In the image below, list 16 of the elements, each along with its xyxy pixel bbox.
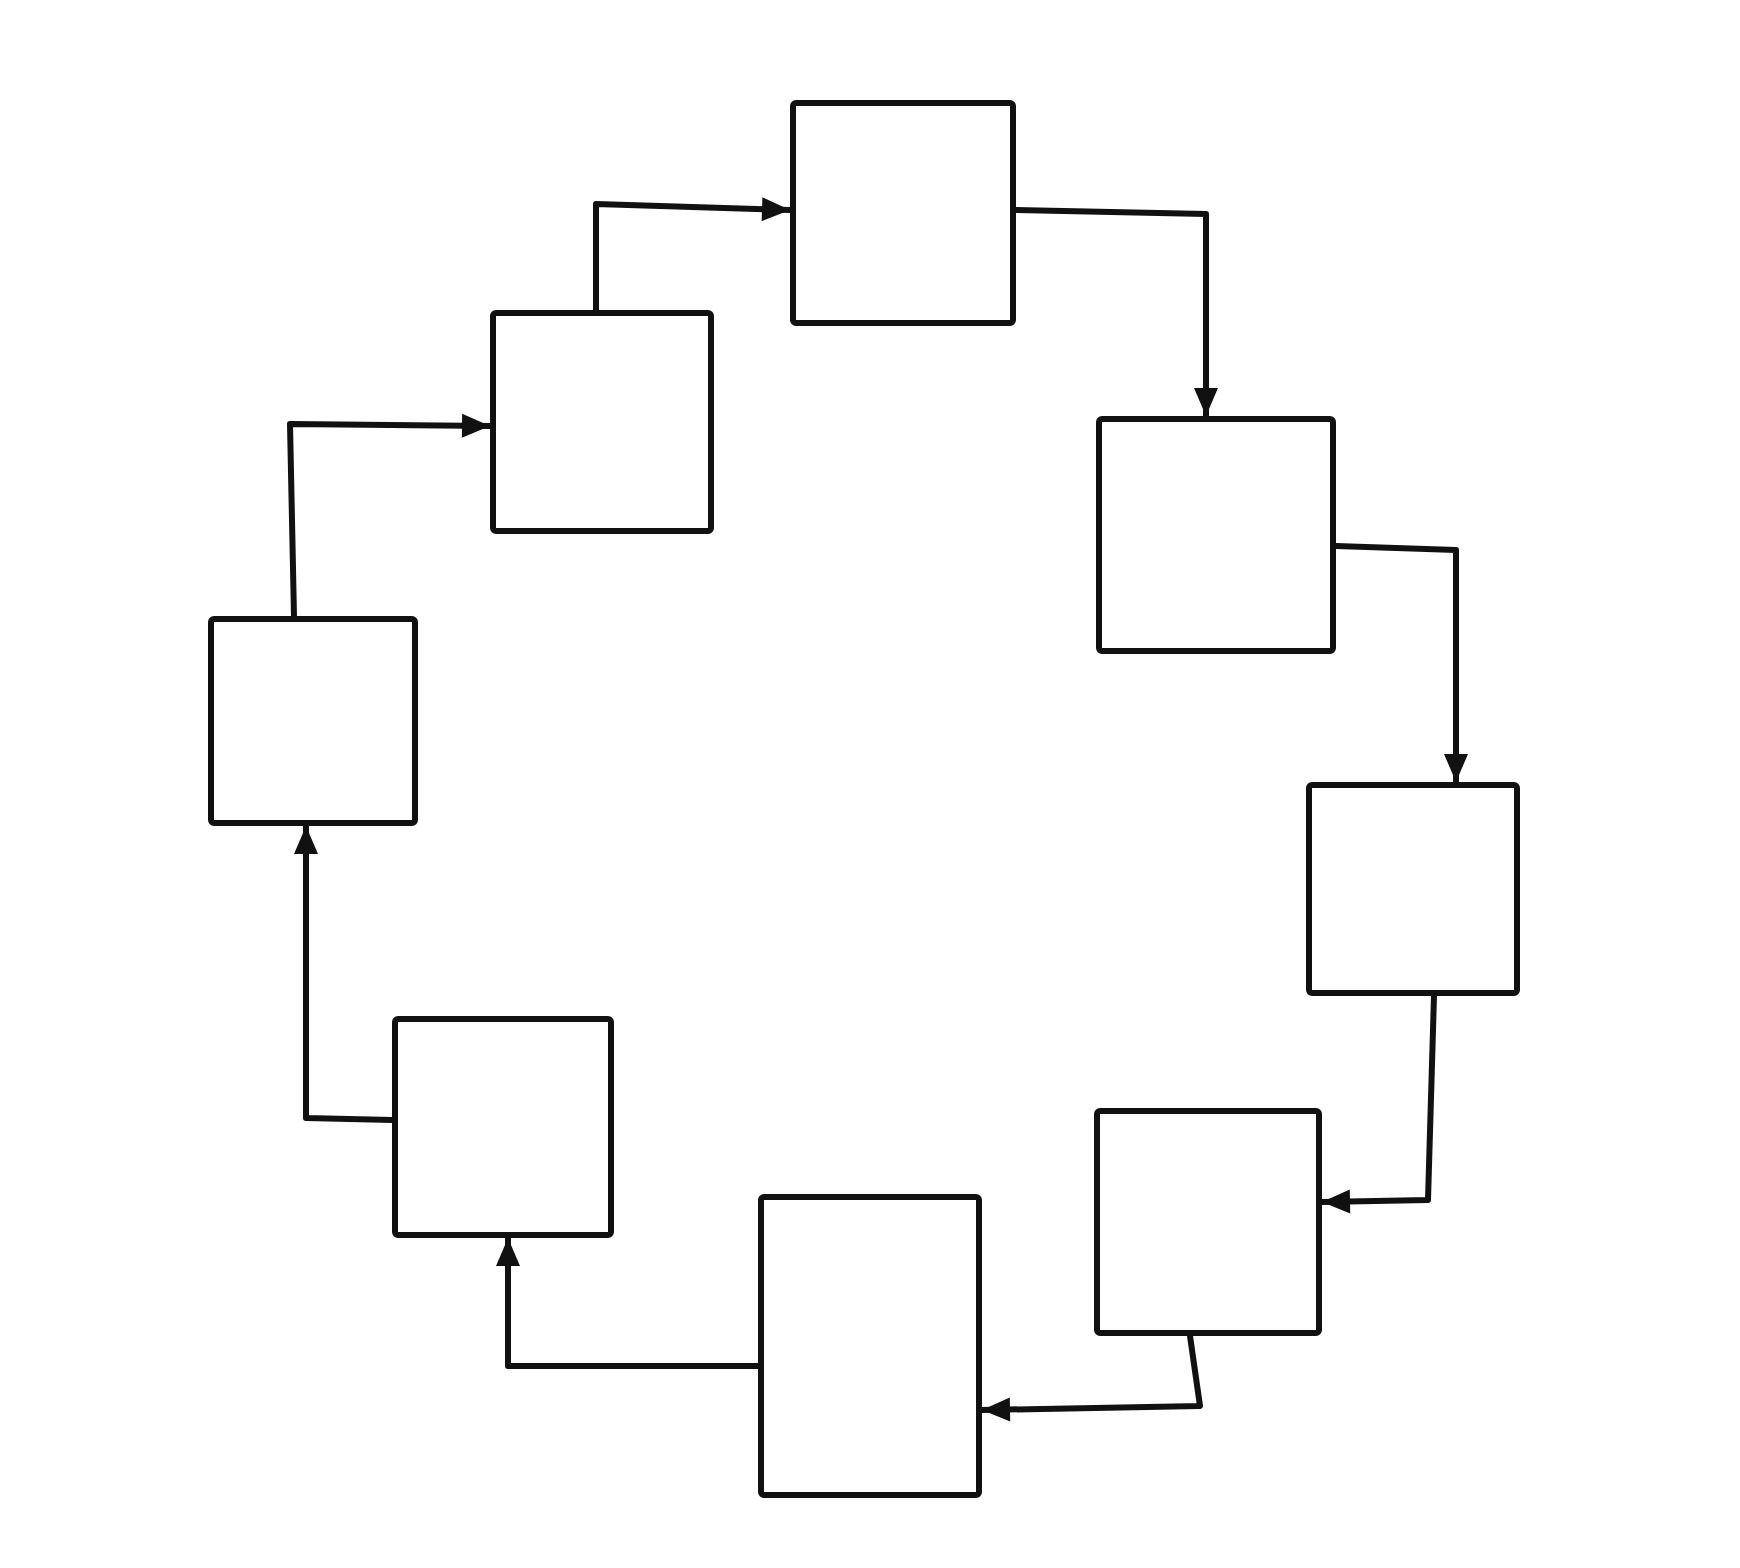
empty-box	[1306, 782, 1520, 996]
arrow	[287, 413, 493, 619]
empty-box	[1094, 1108, 1322, 1336]
empty-box	[1096, 416, 1336, 654]
arrow	[294, 823, 395, 1123]
arrow	[496, 1235, 761, 1369]
arrow	[1333, 543, 1468, 785]
arrow	[979, 1333, 1203, 1422]
empty-box	[790, 100, 1016, 326]
arrow	[1013, 207, 1218, 419]
empty-box	[490, 310, 714, 534]
arrow	[593, 197, 793, 313]
empty-box	[208, 616, 418, 826]
arrow	[1319, 993, 1437, 1214]
empty-box	[392, 1016, 614, 1238]
empty-box	[758, 1194, 982, 1498]
